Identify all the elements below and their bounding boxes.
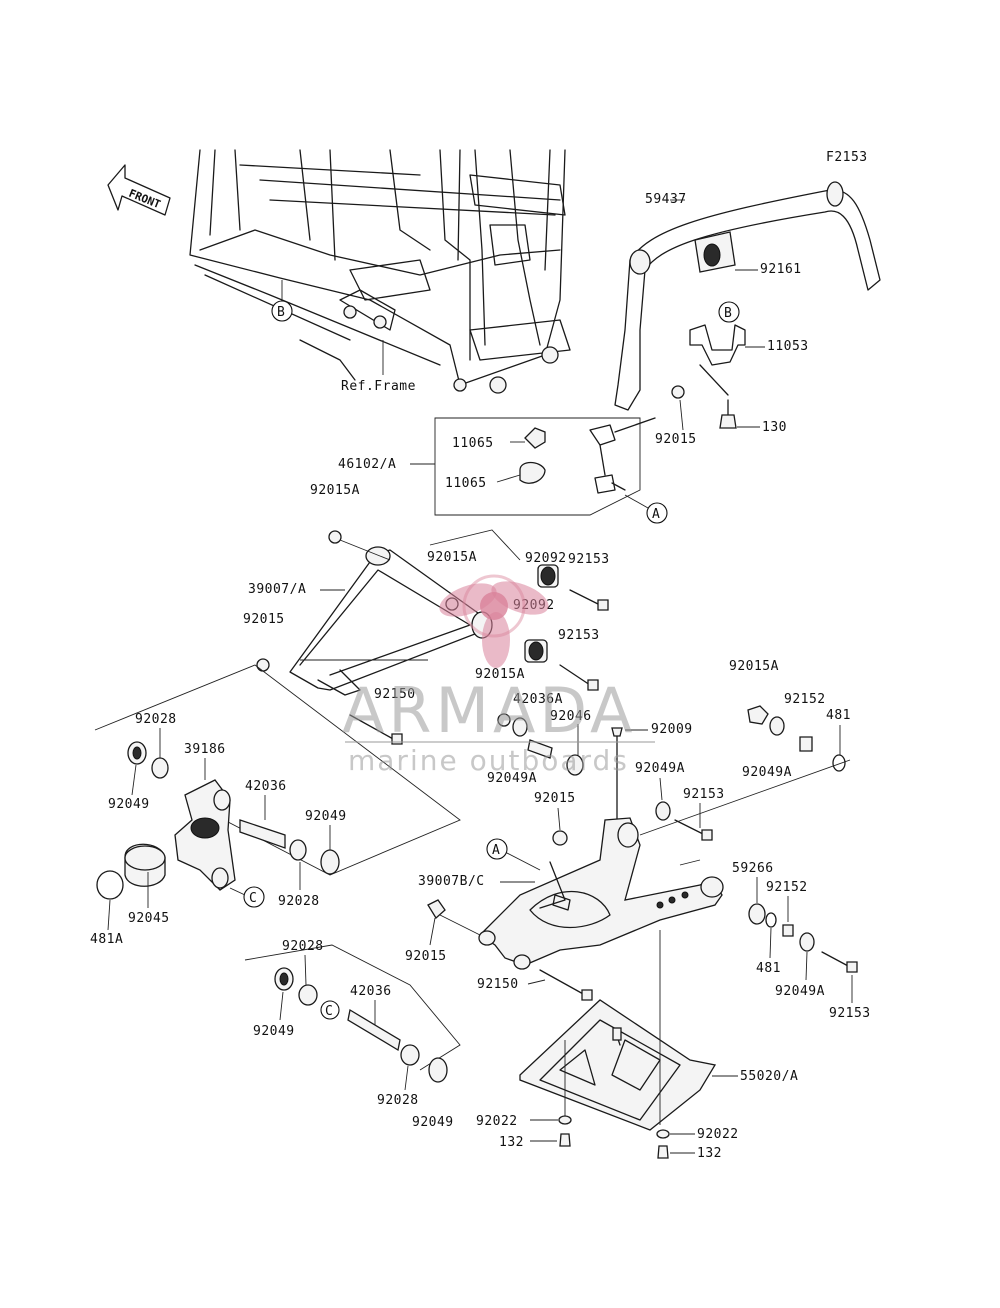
label-92015-mid: 92015 (534, 791, 576, 806)
label-92153-lower: 92153 (829, 1006, 871, 1021)
pivot-hardware (274, 967, 448, 1083)
label-11065-lower: 11065 (445, 476, 487, 491)
label-92049-knuckle: 92049 (108, 797, 150, 812)
label-92015-lower: 92015 (405, 949, 447, 964)
knuckle-bearings (96, 741, 340, 900)
skid-plate-55020 (519, 999, 717, 1131)
label-11065-upper: 11065 (452, 436, 494, 451)
label-92152-lower: 92152 (766, 880, 808, 895)
ref-frame-label: Ref.Frame (341, 379, 416, 394)
label-132-left: 132 (499, 1135, 524, 1150)
label-92015-top: 92015 (655, 432, 697, 447)
label-132-right: 132 (697, 1146, 722, 1161)
label-39007-a: 39007/A (248, 582, 306, 597)
ref-marker-b-clamp (718, 301, 740, 323)
label-92092-upper: 92092 (525, 551, 567, 566)
label-92049-pivot: 92049 (253, 1024, 295, 1039)
ref-marker-c-pivot-label: C (325, 1004, 333, 1019)
link-assembly-box (434, 417, 656, 516)
label-92150-upper: 92150 (374, 687, 416, 702)
label-92045: 92045 (128, 911, 170, 926)
ref-marker-b-clamp-label: B (724, 306, 732, 321)
ref-marker-a-link-label: A (652, 507, 660, 522)
label-39007b-c: 39007B/C (418, 874, 485, 889)
knuckle-39186 (174, 779, 236, 891)
label-92009: 92009 (651, 722, 693, 737)
right-hardware (747, 705, 846, 772)
stabilizer-bushing (694, 231, 736, 273)
label-42036-knuckle: 42036 (245, 779, 287, 794)
lower-right-hardware (748, 903, 858, 973)
label-92015a-upper: 92015A (427, 550, 477, 565)
label-92161: 92161 (760, 262, 802, 277)
label-92049-mid: 92049 (305, 809, 347, 824)
upper-a-arm (289, 546, 493, 696)
stabilizer-bar (614, 181, 881, 411)
label-92153-mid: 92153 (558, 628, 600, 643)
ref-marker-c-knuckle (243, 886, 265, 908)
label-11053: 11053 (767, 339, 809, 354)
label-92046: 92046 (550, 709, 592, 724)
label-92028-knuckle: 92028 (135, 712, 177, 727)
label-92022-right: 92022 (697, 1127, 739, 1142)
label-92028-lower: 92028 (278, 894, 320, 909)
label-92028-pivot-lower: 92028 (377, 1093, 419, 1108)
label-92015a-right: 92015A (729, 659, 779, 674)
label-130: 130 (762, 420, 787, 435)
label-481-upper: 481 (826, 708, 851, 723)
label-481-lower: 481 (756, 961, 781, 976)
propeller-icon (439, 574, 549, 668)
ref-marker-b-frame (271, 300, 293, 322)
ref-marker-a-link (646, 502, 668, 524)
label-92022-left: 92022 (476, 1114, 518, 1129)
ref-marker-a-arm-label: A (492, 843, 500, 858)
label-92150-lower: 92150 (477, 977, 519, 992)
watermark-brand: ARMADA (342, 674, 636, 747)
ref-marker-c-knuckle-label: C (249, 891, 257, 906)
ref-marker-b-frame-label: B (277, 305, 285, 320)
label-59437: 59437 (645, 192, 687, 207)
armada-logo: ARMADA marine outboards (342, 574, 655, 777)
label-92153-right: 92153 (683, 787, 725, 802)
label-46102-a: 46102/A (338, 457, 396, 472)
ref-marker-a-arm (486, 838, 508, 860)
stabilizer-clamp (689, 324, 746, 396)
label-92015a-mid: 92015A (475, 667, 525, 682)
watermark-tagline: marine outboards (348, 744, 629, 777)
label-481a: 481A (90, 932, 123, 947)
label-92153-upper: 92153 (568, 552, 610, 567)
label-55020-a: 55020/A (740, 1069, 798, 1084)
label-92049-pivot-lower: 92049 (412, 1115, 454, 1130)
label-92049a-mid: 92049A (487, 771, 537, 786)
label-92028-pivot: 92028 (282, 939, 324, 954)
figure-code: F2153 (826, 150, 868, 165)
front-arrow-label: FRONT (127, 187, 163, 212)
label-92015a-link: 92015A (310, 483, 360, 498)
frame-drawing (189, 149, 571, 394)
lower-a-arm (478, 817, 724, 970)
label-92049a-right: 92049A (635, 761, 685, 776)
ref-marker-c-pivot (320, 1000, 340, 1020)
front-arrow-icon: FRONT (107, 164, 171, 216)
label-42036a: 42036A (513, 692, 563, 707)
label-92049a-lower: 92049A (775, 984, 825, 999)
label-92152-upper: 92152 (784, 692, 826, 707)
link-nut (671, 385, 685, 399)
label-39186: 39186 (184, 742, 226, 757)
skid-fasteners (558, 1115, 670, 1159)
label-92049a-far-right: 92049A (742, 765, 792, 780)
lower-arm-nut (427, 899, 446, 920)
label-92015-arm: 92015 (243, 612, 285, 627)
label-42036-pivot: 42036 (350, 984, 392, 999)
label-59266: 59266 (732, 861, 774, 876)
clamp-bolt (719, 399, 737, 429)
